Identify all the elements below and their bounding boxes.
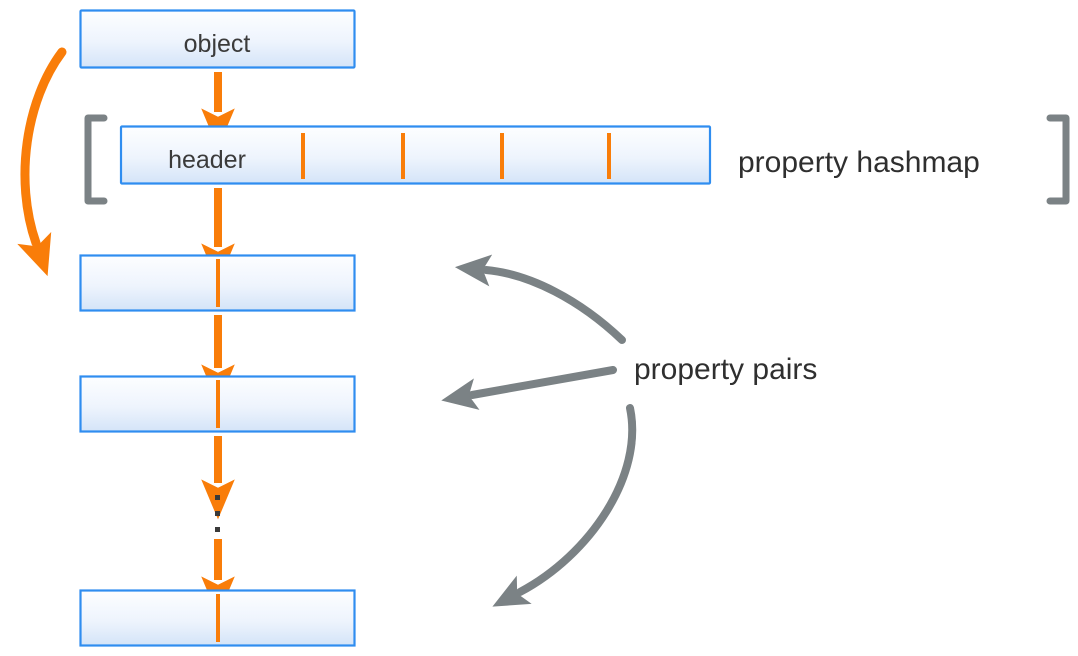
arrow-pairs-callout-1 bbox=[454, 254, 626, 344]
property-hashmap-label: property hashmap bbox=[738, 146, 980, 179]
header-box-rect bbox=[119, 125, 712, 185]
arrow-pairs-callout-3 bbox=[492, 404, 637, 607]
object-box[interactable]: object bbox=[79, 9, 356, 69]
header-hashmap-box[interactable]: header bbox=[119, 125, 712, 185]
arrow-pairs-callout-2 bbox=[441, 366, 617, 410]
object-box-label: object bbox=[184, 30, 251, 58]
header-box-label: header bbox=[168, 146, 246, 174]
property-pairs-label: property pairs bbox=[634, 353, 817, 386]
property-pair-box-2[interactable] bbox=[79, 375, 356, 433]
right-bracket-icon bbox=[1046, 114, 1070, 205]
arrow-object-to-pairs-curve bbox=[17, 47, 67, 277]
property-pair-box-1[interactable] bbox=[79, 254, 356, 312]
left-bracket-icon bbox=[84, 114, 108, 205]
object-box-rect bbox=[79, 9, 356, 69]
property-pair-box-last[interactable] bbox=[79, 589, 356, 647]
vertical-ellipsis-icon bbox=[215, 495, 220, 532]
hashmap-slot-ticks bbox=[301, 133, 611, 179]
